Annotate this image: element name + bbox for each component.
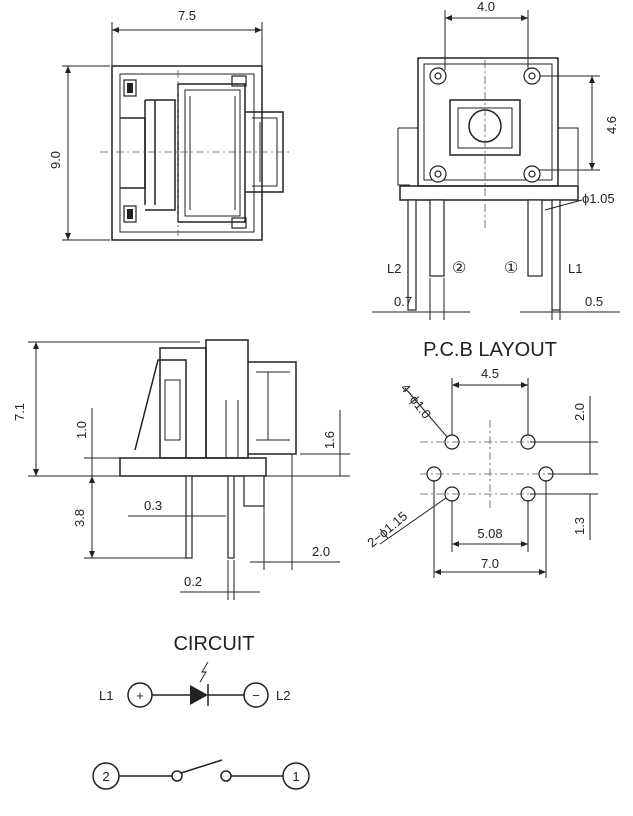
top-width-dim: 7.5: [178, 8, 196, 23]
side-offset-dim: 2.0: [312, 544, 330, 559]
circuit-title: CIRCUIT: [173, 633, 254, 655]
circuit-pin2: 2: [102, 769, 109, 784]
front-view: 4.0 4.6 ϕ1.05 L2 ② ① L1: [372, 0, 620, 320]
front-left-lead-dim: 0.7: [394, 294, 412, 309]
pcb-hole-spec-small: 4−ϕ1.0: [398, 381, 435, 422]
top-height-dim: 9.0: [48, 151, 63, 169]
side-base-dim: 1.0: [74, 421, 89, 439]
front-right-lead-dim: 0.5: [585, 294, 603, 309]
side-view: 7.1 1.0 1.6 3.8 0.3 0.2: [12, 339, 350, 600]
pcb-top-pitch: 4.5: [481, 366, 499, 381]
side-right-dim: 1.6: [322, 431, 337, 449]
circuit-l1-label: L1: [99, 688, 113, 703]
side-lead-thk-dim: 0.3: [144, 498, 162, 513]
pcb-mid-pitch: 5.08: [477, 526, 502, 541]
led-symbol: [190, 685, 208, 705]
top-view: 7.5 9.0: [48, 8, 290, 241]
pcb-total-width: 7.0: [481, 556, 499, 571]
pcb-hole-spec-large: 2−ϕ1.15: [364, 508, 410, 550]
pcb-right-bottom: 1.3: [572, 517, 587, 535]
side-lead-w-dim: 0.2: [184, 574, 202, 589]
circuit-pin1: 1: [292, 769, 299, 784]
front-label-l1: L1: [568, 261, 582, 276]
circuit-l2-label: L2: [276, 688, 290, 703]
pcb-layout: P.C.B LAYOUT 4.5 4−ϕ1.0 2.0 1.3 2−ϕ1.15: [364, 339, 598, 578]
switch-lever: [180, 759, 223, 774]
front-vert-dim: 4.6: [604, 116, 619, 134]
circuit: CIRCUIT L1 + − L2 2 1: [92, 633, 310, 790]
side-height-dim: 7.1: [12, 403, 27, 421]
front-label-pin1: ①: [504, 260, 518, 277]
circuit-plus: +: [136, 688, 144, 703]
front-label-l2: L2: [387, 261, 401, 276]
pcb-right-top: 2.0: [572, 403, 587, 421]
led-emission-icon: [199, 661, 209, 683]
front-label-pin2: ②: [452, 260, 466, 277]
circuit-minus: −: [252, 688, 260, 703]
front-pitch-dim: 4.0: [477, 0, 495, 14]
side-lead-len-dim: 3.8: [72, 509, 87, 527]
pcb-layout-title: P.C.B LAYOUT: [423, 339, 557, 361]
front-pin-dia-dim: ϕ1.05: [582, 191, 615, 206]
